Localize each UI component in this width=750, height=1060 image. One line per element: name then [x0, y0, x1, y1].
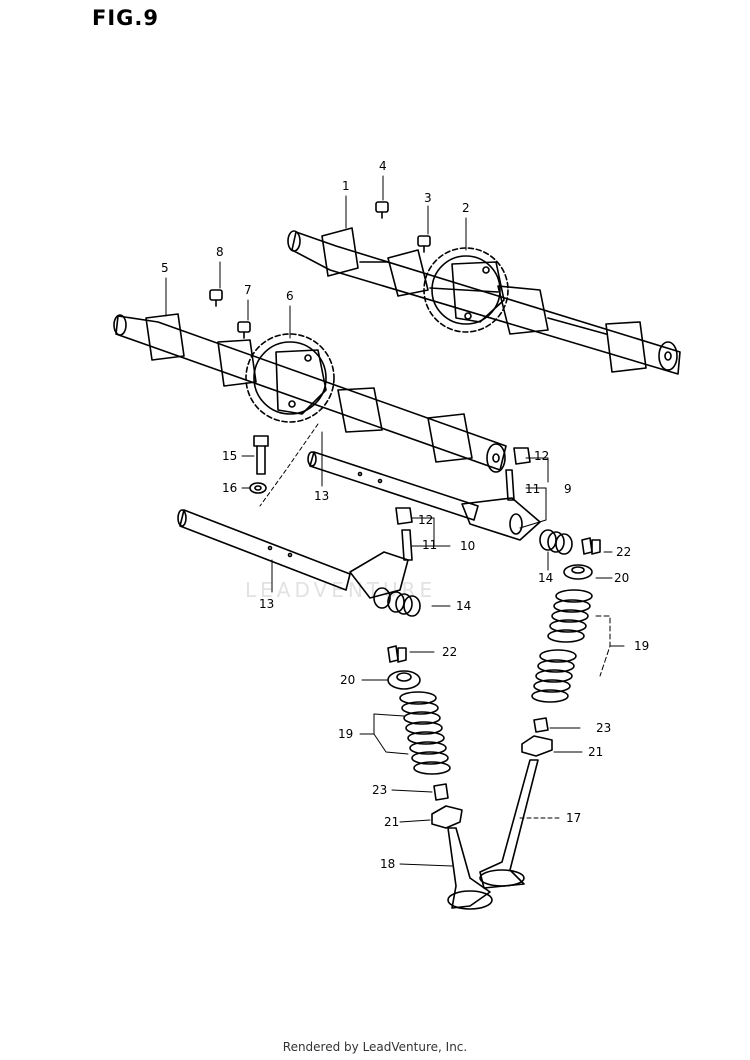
valve-part-17: [479, 759, 539, 889]
bolt-part-15: [253, 435, 269, 475]
camshaft-upper: [287, 227, 681, 375]
callout-13-upper: 13: [314, 489, 329, 503]
callout-23-right: 23: [596, 721, 611, 735]
rocker-shaft-lower: [177, 509, 351, 591]
bolt-part-4: [375, 201, 389, 219]
valve-springs-left: [399, 691, 451, 775]
cotter-part-22-left: [387, 645, 407, 663]
callout-3: 3: [424, 191, 432, 205]
cam-sprocket-upper: [423, 247, 509, 333]
rocker-shaft-upper: [307, 451, 479, 521]
washer-part-16: [249, 482, 267, 494]
leader-lines: [165, 175, 625, 867]
callout-9: 9: [564, 482, 572, 496]
spring-seat-part-21-left: [431, 805, 463, 829]
callout-19-left: 19: [338, 727, 353, 741]
bolt-part-3: [417, 235, 431, 253]
callout-1: 1: [342, 179, 350, 193]
callout-15: 15: [222, 449, 237, 463]
callout-19-right: 19: [634, 639, 649, 653]
callout-8: 8: [216, 245, 224, 259]
cotter-part-22-right: [581, 537, 601, 555]
callout-17: 17: [566, 811, 581, 825]
footer-credit: Rendered by LeadVenture, Inc.: [282, 1040, 468, 1054]
callout-22-right: 22: [616, 545, 631, 559]
callout-21-right: 21: [588, 745, 603, 759]
callout-6: 6: [286, 289, 294, 303]
watermark-text: LEADVENTURE: [245, 578, 437, 602]
cam-sprocket-lower: [245, 333, 335, 423]
callout-12-lower: 12: [418, 513, 433, 527]
callout-13-lower: 13: [259, 597, 274, 611]
retainer-part-20-right: [563, 564, 593, 580]
retainer-part-20-left: [387, 670, 421, 690]
figure-title: FIG.9: [92, 6, 159, 30]
callout-2: 2: [462, 201, 470, 215]
callout-4: 4: [379, 159, 387, 173]
callout-labels: 1 2 3 4 5 6 7 8 9 10 11 11 12 12 13 13 1…: [161, 159, 649, 871]
callout-12-upper: 12: [534, 449, 549, 463]
stem-seal-part-23-right: [533, 717, 549, 733]
stem-seal-part-23-left: [433, 783, 449, 801]
callout-16: 16: [222, 481, 237, 495]
callout-11-lower: 11: [422, 538, 437, 552]
callout-20-right: 20: [614, 571, 629, 585]
bolt-part-7: [237, 321, 251, 339]
callout-7: 7: [244, 283, 252, 297]
callout-14-lower: 14: [456, 599, 471, 613]
callout-14-upper: 14: [538, 571, 553, 585]
valve-part-18: [447, 827, 493, 910]
valve-springs-right: [531, 589, 593, 703]
rocker-arm-upper: [461, 447, 541, 541]
callout-23-left: 23: [372, 783, 387, 797]
rocker-arm-lower: [349, 507, 413, 609]
spring-part-14-lower: [387, 591, 421, 617]
callout-21-left: 21: [384, 815, 399, 829]
bolt-part-8: [209, 289, 223, 307]
callout-20-left: 20: [340, 673, 355, 687]
callout-11-upper: 11: [525, 482, 540, 496]
callout-22-left: 22: [442, 645, 457, 659]
callout-10: 10: [460, 539, 475, 553]
callout-5: 5: [161, 261, 169, 275]
camshaft-lower: [113, 313, 507, 473]
spring-seat-part-21-right: [521, 735, 553, 757]
spring-part-14-upper: [539, 529, 573, 555]
callout-18: 18: [380, 857, 395, 871]
